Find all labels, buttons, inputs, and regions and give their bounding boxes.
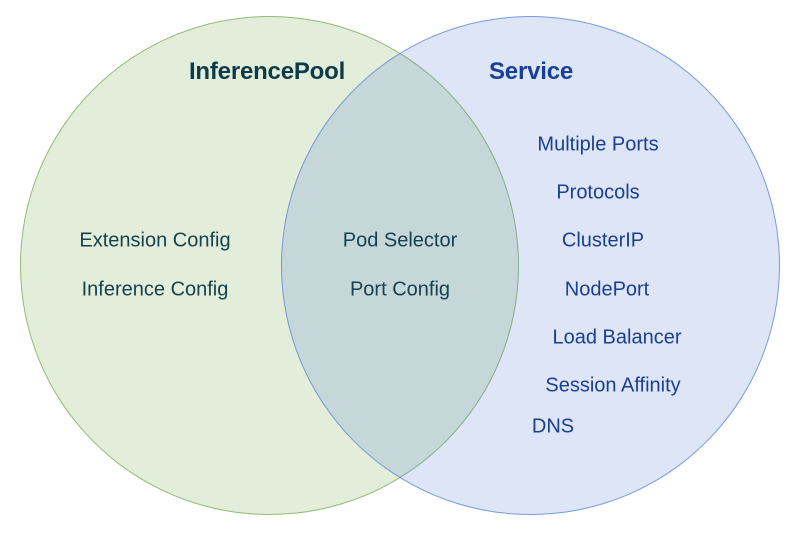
venn-item-left-0: Extension Config xyxy=(79,229,231,252)
venn-item-right-1: Protocols xyxy=(556,181,640,204)
venn-item-right-2: ClusterIP xyxy=(561,229,645,252)
venn-item-intersection-1: Port Config xyxy=(349,278,451,301)
venn-circle-service xyxy=(281,16,780,515)
venn-item-right-6: DNS xyxy=(531,415,575,438)
venn-title-inferencepool: InferencePool xyxy=(188,58,346,85)
venn-item-left-1: Inference Config xyxy=(81,278,229,301)
venn-item-right-5: Session Affinity xyxy=(545,374,681,397)
venn-item-right-3: NodePort xyxy=(564,278,650,301)
venn-item-right-4: Load Balancer xyxy=(552,326,682,349)
venn-item-right-0: Multiple Ports xyxy=(537,133,659,156)
venn-item-intersection-0: Pod Selector xyxy=(342,229,458,252)
venn-title-service: Service xyxy=(488,58,574,85)
